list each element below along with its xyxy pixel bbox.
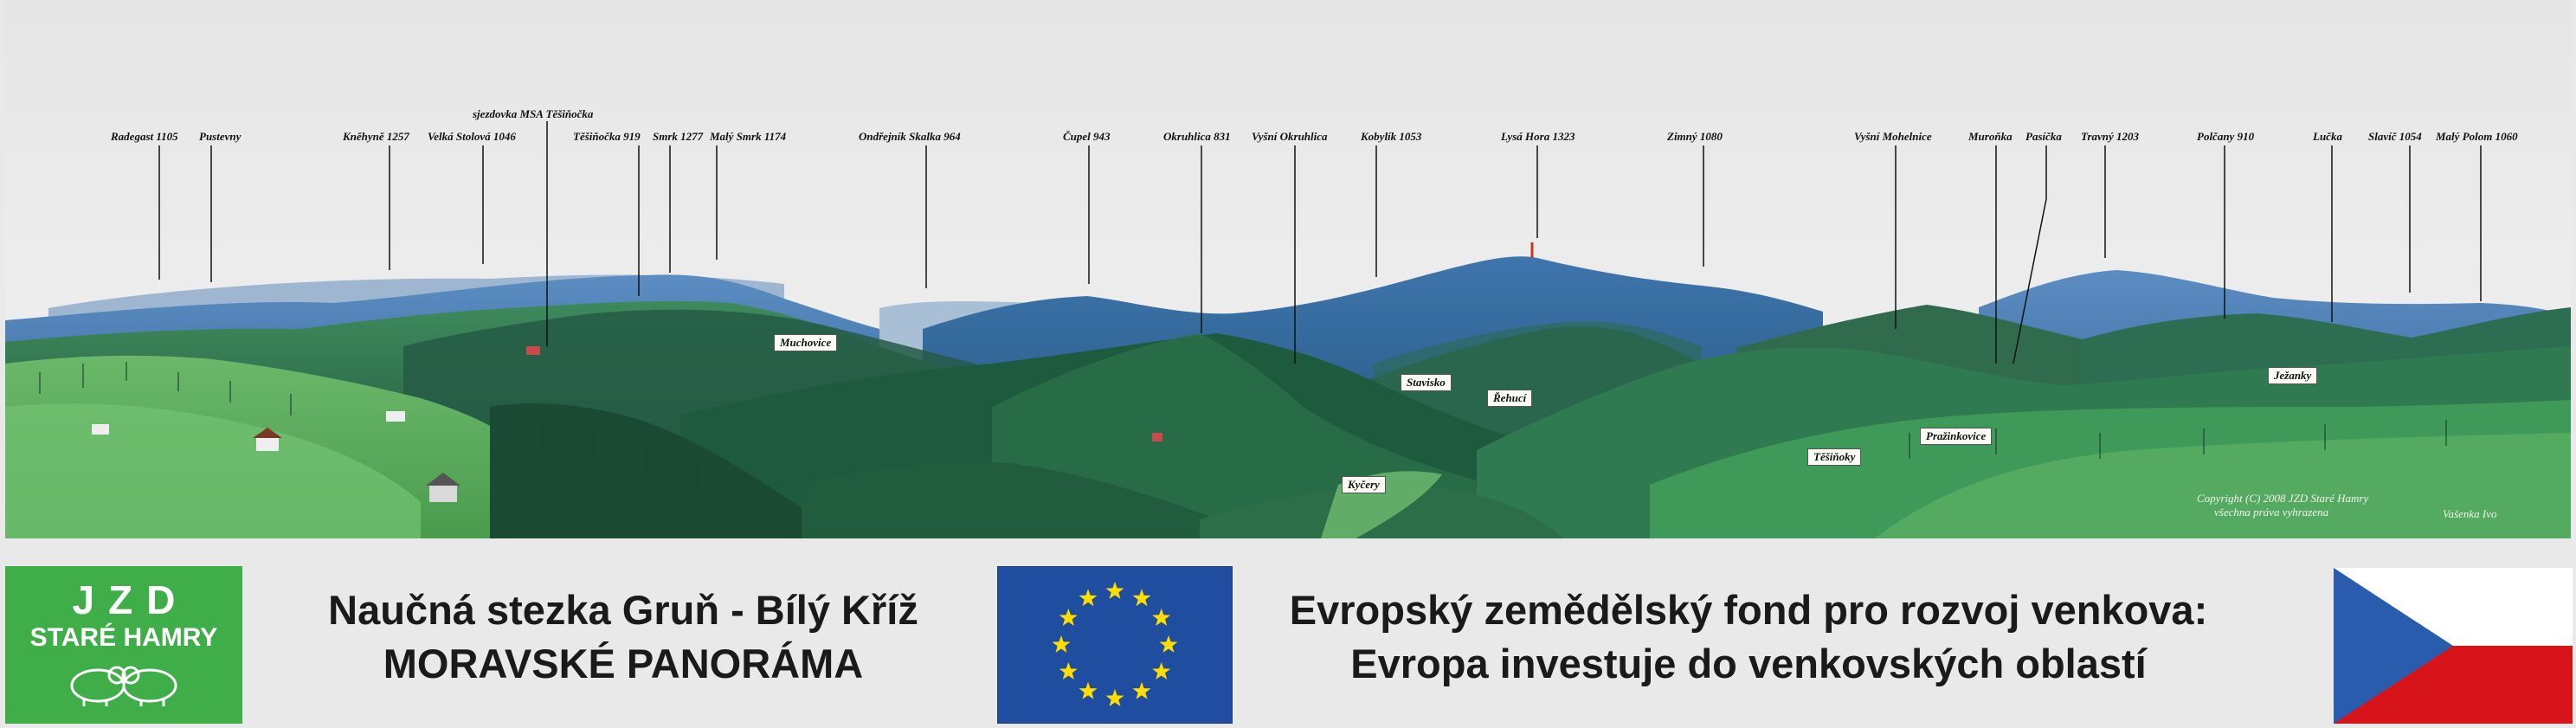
peak-label: Travný 1203 [2081, 130, 2140, 143]
eu-fund-line1: Evropský zemědělský fond pro rozvoj venk… [1289, 587, 2208, 633]
peak-label: Muroňka [1968, 130, 2012, 143]
eu-fund-line2: Evropa investuje do venkovských oblastí [1350, 641, 2147, 686]
peak-label: Pustevny [199, 130, 242, 143]
copyright-notice: Copyright (C) 2008 JZD Staré Hamry všech… [2197, 492, 2368, 519]
eu-star-icon [1079, 681, 1098, 699]
peak-label: sjezdovka MSA Těšiňočka [473, 107, 594, 120]
eu-flag-icon [997, 566, 1233, 724]
peak-label: Pasíčka [2025, 130, 2062, 143]
landscape-illustration [5, 0, 2571, 538]
jzd-stare-hamry-logo: JZD STARÉ HAMRY [5, 566, 242, 724]
place-label: Stavisko [1401, 374, 1452, 391]
copyright-line: Copyright (C) 2008 JZD Staré Hamry [2197, 492, 2369, 505]
peak-label: Lysá Hora 1323 [1501, 130, 1575, 143]
peak-label: Polčany 910 [2197, 130, 2255, 143]
peak-label: Malý Polom 1060 [2436, 130, 2518, 143]
eu-star-icon [1159, 635, 1178, 653]
eu-star-icon [1059, 609, 1078, 626]
trail-subtitle: MORAVSKÉ PANORÁMA [383, 641, 864, 686]
eu-star-icon [1152, 609, 1171, 626]
peak-label: Vyšní Okruhlica [1252, 130, 1328, 143]
peak-label: Vyšní Mohelnice [1854, 130, 1932, 143]
place-label: Pražinkovice [1920, 428, 1993, 445]
eu-star-icon [1105, 582, 1124, 599]
peak-label: Okruhlica 831 [1163, 130, 1231, 143]
place-label: Muchovice [774, 334, 838, 351]
peak-label: Malý Smrk 1174 [710, 130, 787, 143]
peak-label: Zimný 1080 [1667, 130, 1723, 143]
artist-signature: Vašenka Ivo [2443, 507, 2497, 520]
eu-star-icon [1059, 662, 1078, 680]
panorama-painting: Radegast 1105 Pustevny Kněhyně 1257 Velk… [5, 0, 2571, 538]
place-label: Ježanky [2268, 367, 2318, 384]
eu-star-icon [1132, 681, 1151, 699]
sheep-icon [70, 666, 177, 706]
trail-title-block: Naučná stezka Gruň - Bílý Kříž MORAVSKÉ … [277, 583, 969, 691]
peak-label: Radegast 1105 [111, 130, 178, 143]
peak-label: Kobylík 1053 [1361, 130, 1422, 143]
eu-star-icon [1079, 589, 1098, 607]
peak-label: Smrk 1277 [653, 130, 704, 143]
eu-star-icon [1152, 662, 1171, 680]
copyright-line: všechna práva vyhrazena [2214, 506, 2329, 519]
czech-flag-icon [2334, 568, 2573, 724]
trail-title: Naučná stezka Gruň - Bílý Kříž [328, 587, 918, 633]
place-label: Kyčery [1342, 476, 1386, 493]
eu-star-icon [1052, 635, 1071, 653]
peak-label: Velká Stolová 1046 [428, 130, 516, 143]
place-label: Řehucí [1487, 390, 1533, 407]
peak-label: Těšiňočka 919 [573, 130, 641, 143]
peak-label: Čupel 943 [1063, 130, 1111, 143]
footer-band [0, 538, 2576, 728]
peak-label: Lučka [2313, 130, 2342, 143]
eu-fund-block: Evropský zemědělský fond pro rozvoj venk… [1246, 583, 2251, 691]
logo-line1: JZD [72, 577, 190, 622]
peak-label: Slavíč 1054 [2368, 130, 2422, 143]
place-label: Těšiňoky [1807, 448, 1862, 466]
peak-label: Kněhyně 1257 [343, 130, 409, 143]
logo-line2: STARÉ HAMRY [29, 623, 218, 652]
eu-star-icon [1132, 589, 1151, 607]
peak-label: Ondřejník Skalka 964 [859, 130, 961, 143]
eu-star-icon [1105, 689, 1124, 706]
